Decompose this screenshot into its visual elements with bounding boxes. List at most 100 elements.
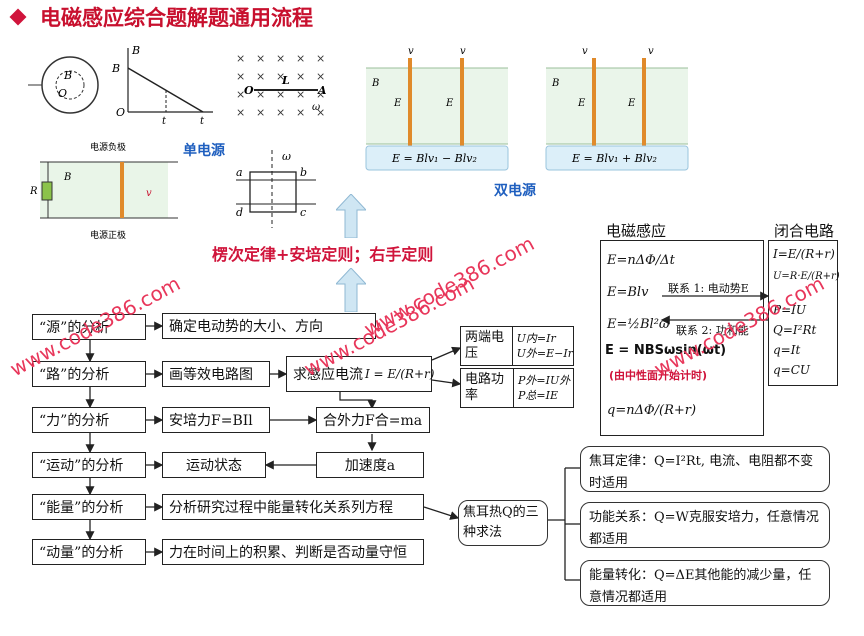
left-rails-diagram: v v B E E E = Blv₁ − Blv₂ — [365, 46, 509, 171]
up-arrow-icon — [336, 268, 366, 312]
induced-current-box: 求感应电流 I = E/(R+r) — [286, 356, 435, 392]
circuit-drawing-box: 画等效电路图 — [162, 361, 270, 387]
right-eq: E = Blv₁ + Blv₂ — [571, 152, 657, 165]
coil-d-label: d — [236, 206, 243, 219]
closed-eq-2: U=R·E/(R+r) — [773, 271, 840, 282]
graph-o-label: O — [116, 106, 125, 119]
rod-l-label: L — [281, 74, 290, 87]
circle-o-label: O — [58, 87, 67, 100]
em-eq-5: q=nΔΦ/(R+r) — [607, 403, 697, 418]
field-cross-mark: × — [236, 70, 245, 83]
em-note: (由中性面开始计时) — [609, 369, 708, 382]
single-source-label: 单电源 — [183, 143, 225, 159]
rod-omega-label: ω — [312, 102, 320, 113]
closed-eq-1: I=E/(R+r) — [773, 247, 835, 261]
field-cross-mark: × — [236, 106, 245, 119]
circle-field-diagram: B O — [28, 56, 99, 114]
rod-o-label: O — [244, 84, 254, 97]
field-cross-mark: × — [276, 70, 285, 83]
title-diamond-icon — [9, 8, 27, 26]
field-cross-mark: × — [276, 88, 285, 101]
field-cross-mark: × — [296, 88, 305, 101]
rotating-rod-diagram: × × × × × × × × × × × × × × × × × × × × O L A ω — [236, 52, 327, 119]
page-title: 电磁感应综合题解题通用流程 — [40, 6, 313, 30]
power-eq2: P总=IE — [518, 389, 558, 402]
up-arrow-icon — [336, 194, 366, 238]
closed-eq-3: P=IU — [773, 303, 806, 317]
current-eq: I = E/(R+r) — [365, 367, 435, 381]
field-cross-mark: × — [276, 52, 285, 65]
voltage-eq2: U外=E−Ir — [516, 347, 573, 360]
momentum-box: 力在时间上的积累、判断是否动量守恒 — [162, 539, 424, 565]
em-eq-3: E=½Bl²ω — [607, 317, 670, 332]
power-label: 电路功率 — [461, 369, 514, 407]
field-cross-mark: × — [256, 52, 265, 65]
left-eq: E = Blv₁ − Blv₂ — [391, 152, 477, 165]
coil-b-label: b — [300, 166, 307, 179]
field-cross-mark: × — [236, 88, 245, 101]
coil-omega-label: ω — [282, 150, 291, 163]
circle-b-label: B — [63, 69, 72, 82]
rail-b-label: B — [63, 172, 71, 183]
voltage-label: 两端电压 — [461, 327, 513, 365]
coil-c-label: c — [300, 206, 306, 219]
ampere-force-box: 安培力F=BIl — [162, 407, 270, 433]
rule-banner: 楞次定律+安培定则；右手定则 — [212, 245, 434, 264]
motion-state-box: 运动状态 — [162, 452, 266, 478]
closed-eq-4: Q=I²Rt — [773, 323, 817, 337]
em-eq-1: E=nΔΦ/Δt — [607, 253, 675, 268]
graph-t0-label: t — [200, 116, 205, 124]
flow-momentum-box: “动量”的分析 — [32, 539, 146, 565]
flow-motion-box: “运动”的分析 — [32, 452, 146, 478]
field-cross-mark: × — [316, 52, 325, 65]
field-cross-mark: × — [316, 88, 325, 101]
net-force-box: 合外力F合=ma — [316, 407, 430, 433]
flow-force-box: “力”的分析 — [32, 407, 146, 433]
field-cross-mark: × — [296, 70, 305, 83]
voltage-eq1: U内=Ir — [516, 332, 556, 345]
field-cross-mark: × — [276, 106, 285, 119]
emf-box: 确定电动势的大小、方向 — [162, 313, 376, 339]
right-rails-diagram: v v B E E E = Blv₁ + Blv₂ — [545, 46, 689, 171]
field-cross-mark: × — [296, 52, 305, 65]
em-eq-2: E=Blv — [607, 285, 649, 300]
joule-method-1: 焦耳定律：Q=I²Rt, 电流、电阻都不变时适用 — [580, 446, 830, 492]
left-e1-label: E — [445, 98, 454, 109]
coil-a-label: a — [236, 166, 243, 179]
left-e2-label: E — [393, 98, 402, 109]
right-e2-label: E — [577, 98, 586, 109]
voltage-box: 两端电压 U内=Ir U外=E−Ir — [460, 326, 574, 366]
graph-t1-label: t — [162, 116, 167, 124]
left-b-label: B — [371, 78, 379, 89]
closed-eq-5: q=It — [773, 343, 801, 357]
acceleration-box: 加速度a — [316, 452, 424, 478]
link-2-label: 联系 2: 功和能 — [676, 324, 749, 337]
joule-method-2: 功能关系：Q=W克服安培力，任意情况都适用 — [580, 502, 830, 548]
left-v1-label: v — [460, 46, 466, 57]
em-eq-4: E = NBSωsin(ωt) — [605, 343, 727, 358]
current-prefix: 求感应电流 — [293, 367, 363, 383]
power-eq1: P外=IU外 — [518, 374, 571, 387]
field-cross-mark: × — [316, 70, 325, 83]
closed-eq-6: q=CU — [773, 363, 811, 377]
rail-r-label: R — [30, 186, 38, 197]
rail-neg-label: 电源负极 — [90, 141, 126, 153]
rail-v-label: v — [146, 188, 152, 199]
energy-equation-box: 分析研究过程中能量转化关系列方程 — [162, 494, 424, 520]
rod-a-label: A — [317, 84, 327, 97]
field-cross-mark: × — [236, 52, 245, 65]
right-e1-label: E — [627, 98, 636, 109]
rail-source-diagram: 电源负极 R B v 电源正极 — [30, 141, 178, 241]
field-cross-mark: × — [256, 106, 265, 119]
closed-panel-title: 闭合电路 — [774, 222, 835, 240]
rail-pos-label: 电源正极 — [90, 229, 126, 241]
field-cross-mark: × — [316, 106, 325, 119]
joule-heat-box: 焦耳热Q的三种求法 — [458, 500, 548, 546]
field-cross-mark: × — [296, 106, 305, 119]
graph-b-label: B — [131, 44, 140, 57]
em-panel-title: 电磁感应 — [606, 222, 667, 240]
field-cross-mark: × — [256, 70, 265, 83]
graph-b0-label: B — [111, 62, 120, 75]
field-cross-mark: × — [256, 88, 265, 101]
joule-method-3: 能量转化：Q=ΔE其他能的减少量，任意情况都适用 — [580, 560, 830, 606]
